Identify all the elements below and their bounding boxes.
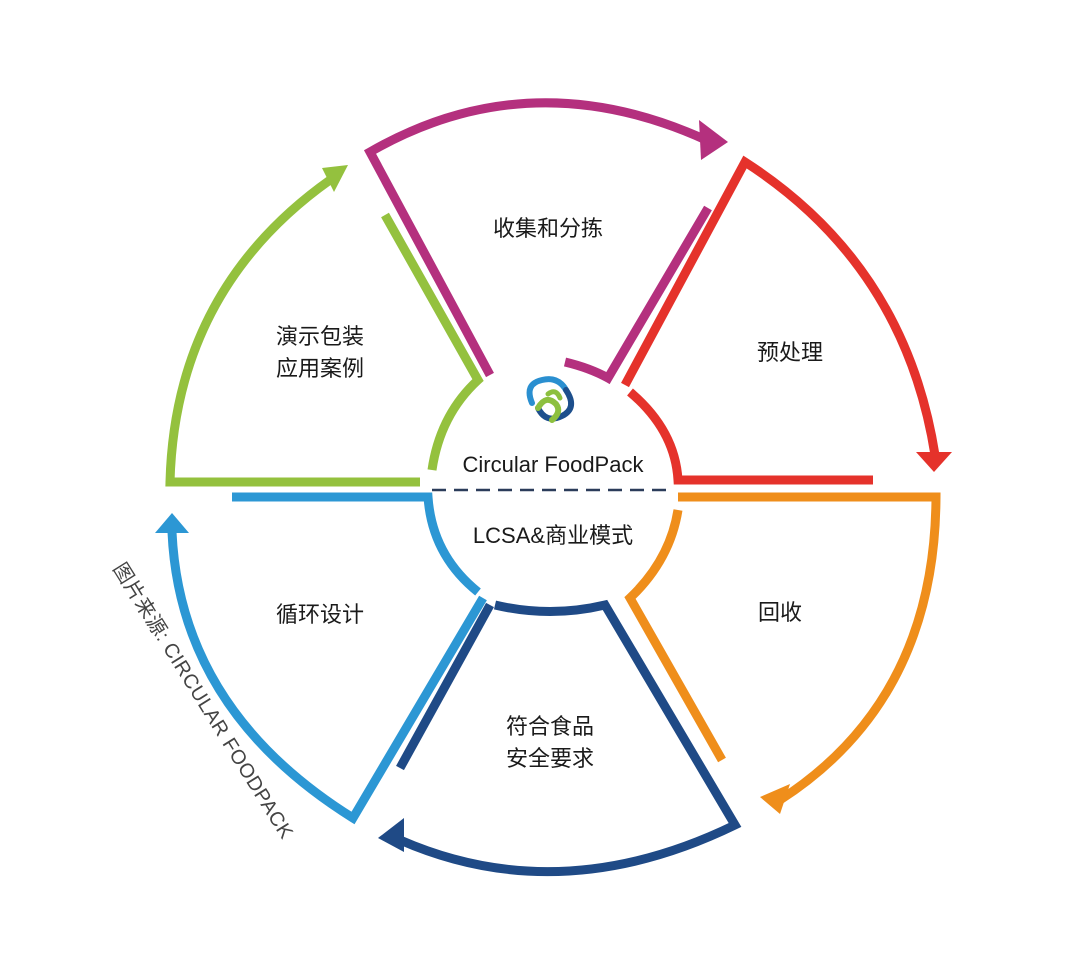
center-subtitle: LCSA&商业模式 [472, 523, 634, 548]
segment-food-safety-inner-line [396, 602, 494, 771]
segment-food-safety [378, 599, 742, 877]
label-demo-cases: 演示包装 应用案例 [275, 325, 364, 382]
segment-circular-design-inner-line [232, 492, 481, 596]
label-collection: 收集和分拣 [492, 217, 603, 242]
segment-collection-arrowhead [699, 120, 728, 160]
segment-pretreatment-outline [621, 155, 940, 456]
segment-circular-design [155, 492, 487, 825]
segment-recycling-outline [678, 492, 941, 804]
segment-demo-cases [165, 165, 484, 487]
segment-collection-inner-line [563, 205, 712, 385]
segment-pretreatment [621, 155, 952, 485]
segment-recycling-inner-line [624, 509, 726, 763]
circular-knot-logo-icon [526, 376, 575, 423]
segment-demo-cases-inner-line [381, 212, 484, 471]
center-title: Circular FoodPack [462, 452, 644, 477]
segment-recycling-arrowhead [760, 784, 790, 814]
segment-circular-design-outline [167, 531, 487, 825]
segment-food-safety-arrowhead [378, 818, 404, 852]
segment-collection [363, 98, 728, 385]
label-pretreatment: 预处理 [756, 341, 823, 366]
segment-pretreatment-inner-line [627, 388, 873, 485]
label-circular-design: 循环设计 [275, 603, 364, 628]
segment-recycling [624, 492, 941, 814]
label-recycling: 回收 [757, 601, 802, 626]
segment-food-safety-outline [398, 599, 742, 877]
segment-pretreatment-arrowhead [916, 452, 952, 472]
segment-collection-outline [363, 98, 708, 378]
label-food-safety: 符合食品 安全要求 [505, 715, 594, 772]
segment-demo-cases-outline [165, 176, 420, 487]
segment-demo-cases-arrowhead [322, 165, 348, 192]
segment-circular-design-arrowhead [155, 513, 189, 533]
